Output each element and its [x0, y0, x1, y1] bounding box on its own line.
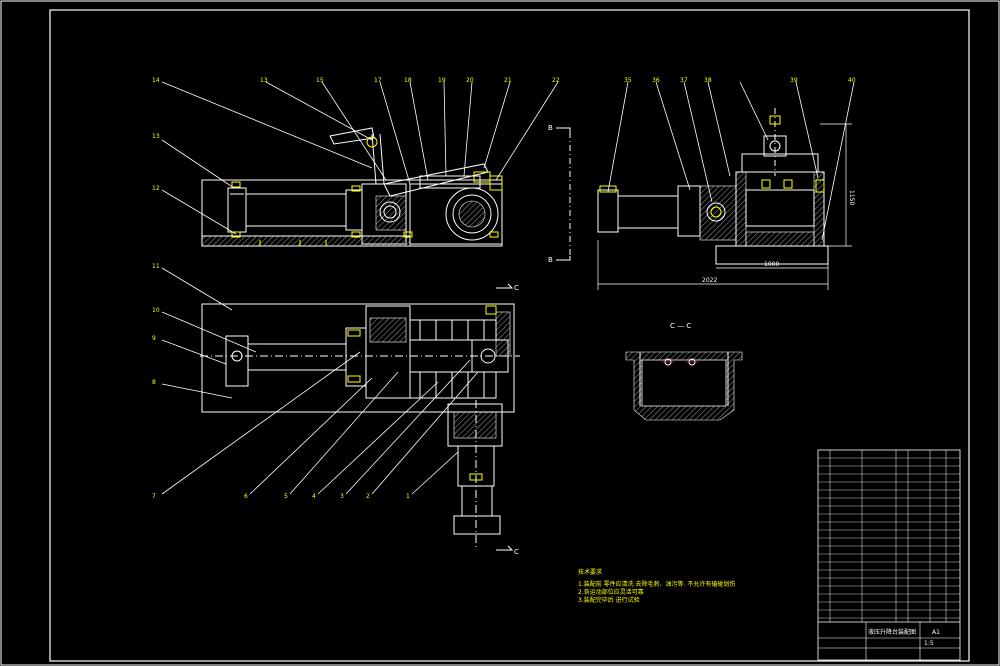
section-mark-b-bottom: B: [548, 256, 553, 264]
section-c-c: C — C: [625, 322, 743, 421]
parts-list-rows: [818, 457, 960, 619]
front-view-leaders: 14 13 15 17 18 19 20 21 22 13 12: [152, 77, 560, 235]
side-view: 2022 1000 1150 35 36 37 38 39 40: [597, 77, 856, 290]
notes-line-3: 3.装配完毕后 进行试验: [578, 596, 640, 604]
part-label-2: 2: [366, 493, 370, 500]
part-label-7: 7: [152, 493, 156, 500]
front-view: B B: [201, 124, 571, 264]
part-label-3: 3: [340, 493, 344, 500]
part-label-1: 1: [406, 493, 410, 500]
notes-line-1: 1.装配前 零件应清洗 去除毛刺、油污等. 不允许有磕碰划伤: [578, 580, 735, 588]
title-sheet: A1: [932, 629, 940, 636]
part-label-5: 5: [284, 493, 288, 500]
part-label-20: 20: [466, 77, 474, 84]
plan-view: C C 11 10 9 8 7 6 5 4 3 2 1: [152, 263, 520, 556]
part-label-8: 8: [152, 379, 156, 386]
part-label-10: 10: [152, 307, 160, 314]
title-drawing-name: 液压升降台装配图: [868, 628, 916, 636]
part-label-13: 13: [260, 77, 268, 84]
part-label-left-12: 12: [152, 185, 160, 192]
technical-notes: 技术要求 1.装配前 零件应清洗 去除毛刺、油污等. 不允许有磕碰划伤 2.各运…: [578, 568, 735, 604]
part-label-39: 39: [790, 77, 798, 84]
notes-heading: 技术要求: [578, 568, 602, 576]
part-label-35: 35: [624, 77, 632, 84]
section-mark-c-bottom: C: [514, 548, 519, 556]
section-mark-c-top: C: [514, 284, 519, 292]
dim-height: 1150: [848, 190, 855, 205]
notes-line-2: 2.各运动部位应灵活可靠: [578, 588, 644, 596]
part-label-19: 19: [438, 77, 446, 84]
part-label-21: 21: [504, 77, 512, 84]
section-mark-b-top: B: [548, 124, 553, 132]
dim-base-width: 1000: [764, 261, 779, 268]
part-label-37: 37: [680, 77, 688, 84]
part-label-38: 38: [704, 77, 712, 84]
part-label-22: 22: [552, 77, 560, 84]
part-label-15: 15: [316, 77, 324, 84]
part-label-40: 40: [848, 77, 856, 84]
part-label-left-13: 13: [152, 133, 160, 140]
part-label-4: 4: [312, 493, 316, 500]
section-c-c-title: C — C: [670, 322, 691, 330]
dim-overall-width: 2022: [702, 277, 717, 284]
parts-list-table: 液压升降台装配图 1:5 A1: [817, 449, 961, 661]
part-label-9: 9: [152, 335, 156, 342]
part-label-36: 36: [652, 77, 660, 84]
part-label-14: 14: [152, 77, 160, 84]
part-label-6: 6: [244, 493, 248, 500]
part-label-17: 17: [374, 77, 382, 84]
title-scale: 1:5: [924, 640, 934, 647]
part-label-11: 11: [152, 263, 160, 270]
part-label-18: 18: [404, 77, 412, 84]
inner-border: [49, 9, 970, 662]
